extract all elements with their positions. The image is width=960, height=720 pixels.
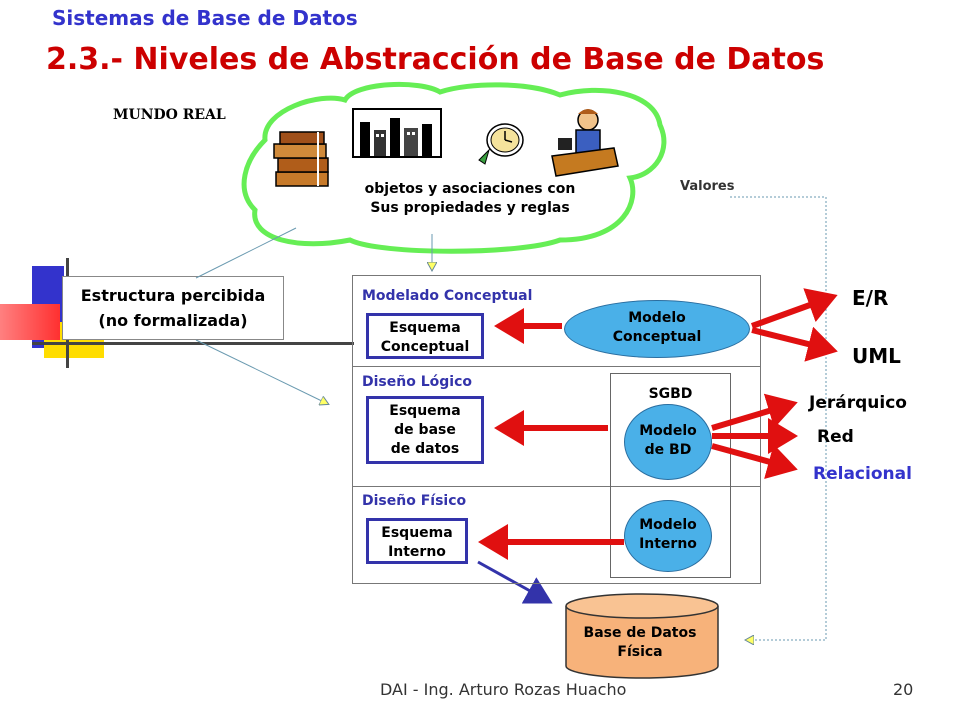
city-icon [352, 108, 442, 158]
physical-database-line2: Física [617, 644, 663, 660]
section-divider [352, 366, 761, 367]
relational-label: Relacional [813, 464, 912, 484]
clock-icon [478, 123, 524, 165]
cloud-text-line2: Sus propiedades y reglas [370, 200, 570, 216]
db-model-line2: de BD [644, 442, 692, 458]
logical-schema-line1: Esquema [389, 403, 461, 419]
er-label: E/R [852, 286, 889, 310]
db-model-line1: Modelo [639, 423, 697, 439]
physical-database-line1: Base de Datos [583, 625, 697, 641]
internal-schema-line2: Interno [388, 544, 446, 560]
logical-schema-line3: de datos [390, 441, 460, 457]
internal-model-line2: Interno [639, 536, 697, 552]
internal-model-line1: Modelo [639, 517, 697, 533]
physical-section-label: Diseño Físico [362, 493, 467, 509]
network-label: Red [817, 427, 854, 447]
decor-horizontal-line [32, 342, 354, 345]
logical-schema-box: Esquema de base de datos [366, 396, 484, 464]
internal-schema-line1: Esquema [381, 525, 453, 541]
decor-red-square [0, 304, 60, 340]
real-world-label: MUNDO REAL [113, 107, 226, 123]
db-model-ellipse: Modelo de BD [624, 404, 712, 480]
conceptual-section-label: Modelado Conceptual [362, 288, 533, 304]
physical-database-label: Base de Datos Física [565, 624, 715, 662]
slide-title: 2.3.- Niveles de Abstracción de Base de … [46, 42, 825, 77]
logical-section-label: Diseño Lógico [362, 374, 472, 390]
conceptual-schema-line1: Esquema [389, 320, 461, 336]
footer-author: DAI - Ing. Arturo Rozas Huacho [380, 680, 627, 699]
perceived-structure-line2: (no formalizada) [98, 311, 248, 330]
section-divider [352, 486, 761, 487]
hierarchical-label: Jerárquico [809, 393, 907, 413]
cloud-text-line1: objetos y asociaciones con [364, 181, 576, 197]
internal-schema-box: Esquema Interno [366, 518, 468, 564]
dbms-label: SGBD [648, 386, 693, 402]
page-number: 20 [893, 680, 914, 699]
database-cylinder-icon [565, 593, 719, 679]
conceptual-model-line2: Conceptual [612, 329, 702, 345]
conceptual-model-ellipse: Modelo Conceptual [564, 300, 750, 358]
dbms-box [610, 373, 731, 578]
conceptual-model-line1: Modelo [628, 310, 686, 326]
conceptual-schema-line2: Conceptual [380, 339, 470, 355]
valores-label: Valores [680, 179, 735, 194]
books-icon [273, 131, 329, 187]
perceived-structure-line1: Estructura percibida [80, 286, 266, 305]
slide-subtitle: Sistemas de Base de Datos [52, 6, 358, 30]
design-levels-frame [352, 275, 761, 584]
internal-model-ellipse: Modelo Interno [624, 500, 712, 572]
uml-label: UML [852, 344, 901, 368]
office-worker-icon [551, 109, 619, 177]
perceived-structure-box: Estructura percibida (no formalizada) [62, 276, 284, 340]
logical-schema-line2: de base [394, 422, 456, 438]
conceptual-schema-box: Esquema Conceptual [366, 313, 484, 359]
cloud-description: objetos y asociaciones con Sus propiedad… [330, 180, 610, 218]
